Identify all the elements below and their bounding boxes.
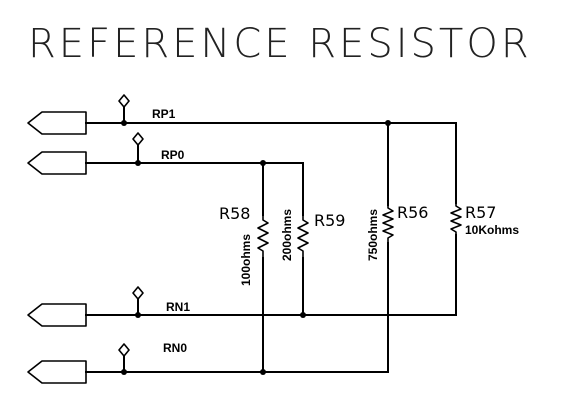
resistor-r56 <box>382 205 394 243</box>
port-rn0 <box>27 360 87 384</box>
test-point-rn1 <box>132 286 144 300</box>
test-point-rp1 <box>118 94 130 108</box>
net-label-rn1: RN1 <box>166 300 190 314</box>
ref-r58: R58 <box>219 204 250 223</box>
value-r57: 10Kohms <box>465 223 519 237</box>
resistor-r58 <box>257 215 269 258</box>
wires <box>85 107 457 373</box>
ref-r59: R59 <box>314 211 345 230</box>
port-rn1 <box>27 303 87 327</box>
net-label-rp1: RP1 <box>152 107 176 121</box>
resistor-r59 <box>297 215 309 258</box>
test-point-rp0 <box>132 132 144 146</box>
ref-r57: R57 <box>465 203 496 222</box>
ref-r56: R56 <box>397 203 428 222</box>
port-rp0 <box>27 151 87 175</box>
value-r56: 750ohms <box>366 209 380 261</box>
value-r59: 200ohms <box>280 209 294 261</box>
schematic-title: REFERENCE RESISTOR <box>28 21 532 67</box>
test-point-rn0 <box>118 343 130 357</box>
junctions <box>121 120 391 375</box>
value-r58: 100ohms <box>239 234 253 286</box>
resistor-r57 <box>450 203 462 235</box>
net-label-rp0: RP0 <box>161 148 185 162</box>
net-label-rn0: RN0 <box>163 341 187 355</box>
port-rp1 <box>27 111 87 135</box>
